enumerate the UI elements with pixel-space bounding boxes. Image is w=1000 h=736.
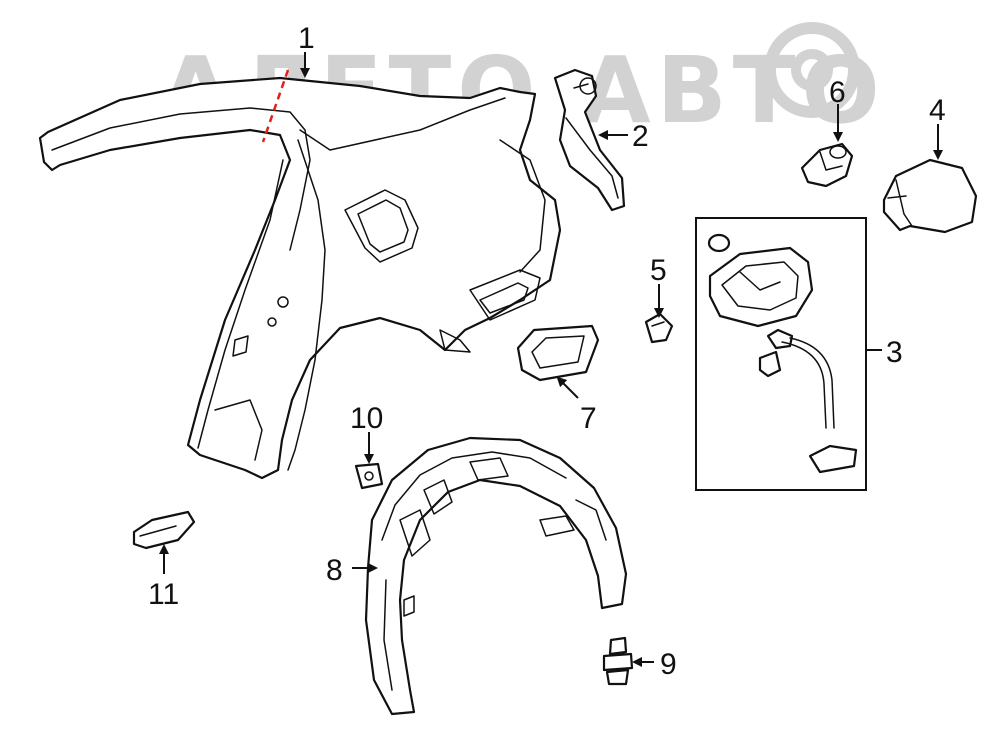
stopper-6 xyxy=(800,142,854,188)
callout-7: 7 xyxy=(580,402,597,435)
callout-8: 8 xyxy=(326,554,343,587)
push-clip-9 xyxy=(602,636,634,686)
callout-10: 10 xyxy=(350,402,383,435)
nut-clip-10 xyxy=(354,462,384,490)
callout-numbers: 1 2 3 4 5 6 7 8 9 10 11 xyxy=(148,22,946,681)
callout-2: 2 xyxy=(632,120,649,153)
fuel-door-assembly xyxy=(695,217,867,491)
pad-11 xyxy=(132,510,196,550)
callout-1: 1 xyxy=(298,22,315,55)
fender-liner xyxy=(364,436,628,716)
clip-5 xyxy=(644,312,674,344)
callout-4: 4 xyxy=(929,94,946,127)
assembly-frame xyxy=(695,217,867,491)
quarter-bracket xyxy=(553,68,626,212)
leader-lines xyxy=(159,52,943,667)
callout-11: 11 xyxy=(148,578,179,611)
leader-7 xyxy=(556,376,579,399)
callout-6: 6 xyxy=(829,76,846,109)
pad-7 xyxy=(516,324,600,382)
callout-9: 9 xyxy=(660,648,677,681)
cut-line xyxy=(261,69,290,143)
callout-5: 5 xyxy=(650,254,667,287)
callout-3: 3 xyxy=(886,336,903,369)
watermark-logo-icon xyxy=(764,22,860,118)
fuel-door-lid xyxy=(882,158,978,234)
quarter-panel xyxy=(38,69,562,480)
